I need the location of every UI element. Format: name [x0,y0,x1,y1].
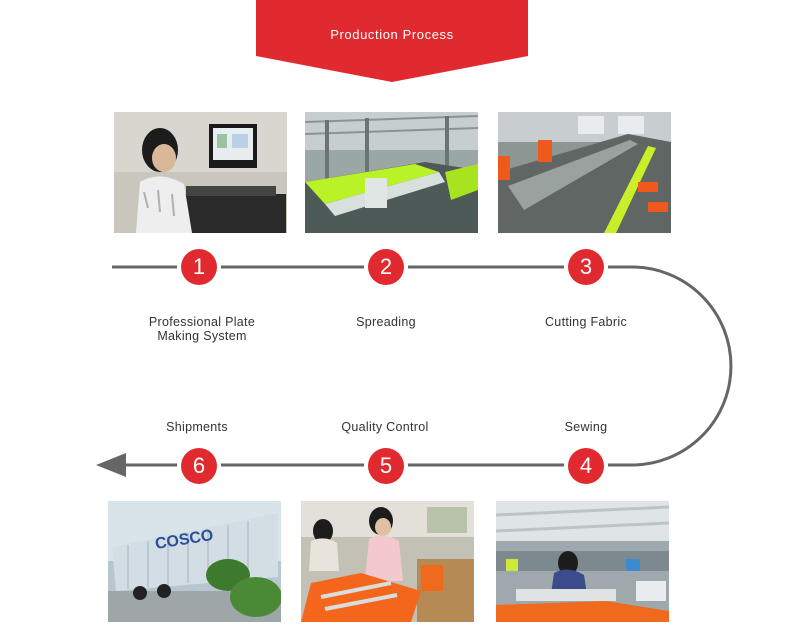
step-3-number: 3 [568,249,604,285]
step-4-number: 4 [568,448,604,484]
step-5-number: 5 [368,448,404,484]
step-4-label: Sewing [496,420,676,434]
step-5-label: Quality Control [295,420,475,434]
step-6-label: Shipments [107,420,287,434]
arrow-left-icon [96,453,126,477]
quality-control-photo [301,501,474,622]
step-2-number: 2 [368,249,404,285]
shipments-photo: COSCO [108,501,281,622]
sewing-photo [496,501,669,622]
step-2-label-line1: Spreading [356,315,416,329]
banner-shape [256,0,528,82]
cutting-fabric-photo [498,112,671,233]
header-banner: Production Process [256,0,528,82]
step-6-label-line1: Shipments [166,420,228,434]
step-1-label-line2: Making System [157,329,247,343]
step-4-label-line1: Sewing [564,420,608,434]
step-5-label-line1: Quality Control [341,420,429,434]
step-1-label: Professional Plate Making System [112,315,292,343]
step-1-label-line1: Professional Plate [148,315,256,329]
step-3-label: Cutting Fabric [496,315,676,329]
step-1-number: 1 [181,249,217,285]
step-2-label: Spreading [296,315,476,329]
spreading-photo [305,112,478,233]
step-3-label-line1: Cutting Fabric [544,315,627,329]
step-6-number: 6 [181,448,217,484]
plate-making-photo [114,112,287,233]
page-title: Production Process [330,27,454,42]
